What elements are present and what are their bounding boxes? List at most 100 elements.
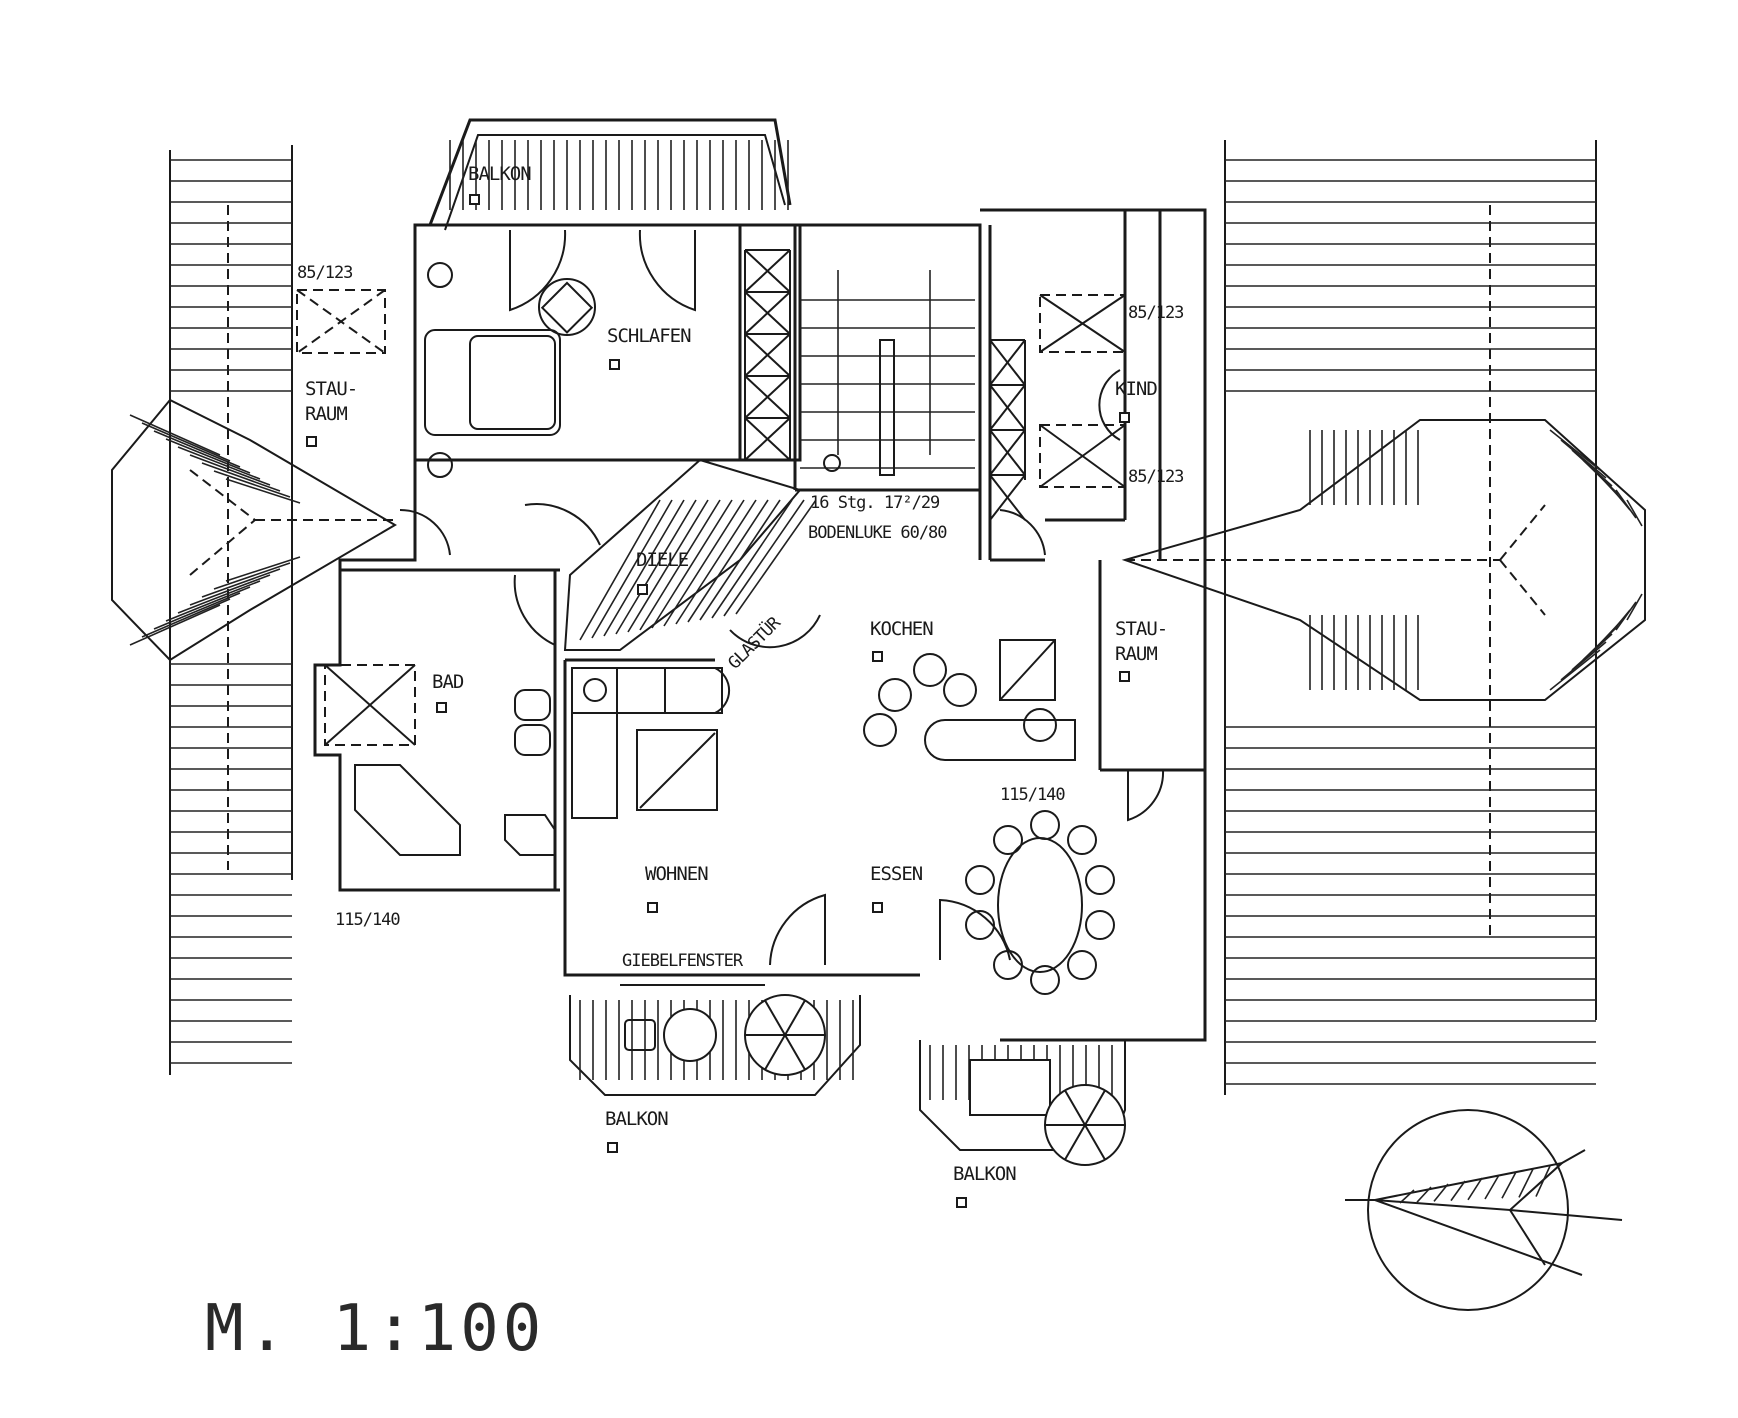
dining-chair (965, 910, 995, 940)
north-arrow-icon (1345, 1109, 1623, 1311)
hatch-line (1467, 1177, 1483, 1201)
hatch-line (189, 574, 271, 606)
dining-chair (965, 865, 995, 895)
hatch-line (663, 499, 745, 627)
hatch-line (989, 339, 1026, 386)
hatch-line (989, 429, 1026, 476)
hatch-line (1626, 593, 1643, 621)
hatch-line (1064, 1089, 1086, 1126)
hatch-line (1484, 1174, 1500, 1200)
hatch-line (1064, 1124, 1086, 1161)
attic-hatch-annotation: BODENLUKE 60/80 (808, 523, 947, 543)
skylight-kind-bottom-size: 85/123 (1128, 467, 1183, 487)
hatch-line (1615, 601, 1637, 631)
hatch-line (1084, 1089, 1106, 1126)
skylight-west (296, 289, 386, 354)
dormer-west (111, 398, 397, 662)
hatch-line (165, 438, 251, 474)
room-label-stauraum-west-2: RAUM (305, 403, 347, 425)
skylight-kind-top-size: 85/123 (1128, 303, 1183, 323)
room-label-balkon-north: BALKON (468, 163, 531, 185)
dining-chair (1067, 950, 1097, 980)
hatch-line (651, 499, 733, 629)
wardrobe-schlafen (744, 249, 791, 461)
hatch-line (723, 499, 805, 617)
dining-chair (1067, 825, 1097, 855)
room-label-bad: BAD (432, 671, 464, 693)
hatch-line (989, 384, 1026, 431)
hatch-line (141, 598, 231, 638)
hatch-line (735, 499, 817, 615)
staircase (800, 270, 975, 476)
hatch-line (1450, 1180, 1466, 1202)
hatch-line (1433, 1183, 1449, 1202)
stairs-annotation: 16 Stg. 17²/29 (810, 493, 940, 513)
hatch-line (744, 249, 791, 293)
nightstand-lamp (427, 262, 453, 288)
room-label-diele: DIELE (636, 549, 689, 571)
room-label-wohnen: WOHNEN (645, 863, 708, 885)
dining-chair (1085, 865, 1115, 895)
hatch-line (1501, 1171, 1517, 1199)
balcony-north (428, 118, 792, 231)
room-label-stauraum-ost-1: STAU- (1115, 618, 1167, 640)
hatch-line (699, 499, 781, 621)
hatch-line (1084, 1124, 1106, 1161)
plant-stand (540, 281, 594, 334)
kitchen-stool (913, 653, 947, 687)
room-label-schlafen: SCHLAFEN (607, 325, 691, 347)
washbasin (514, 724, 551, 756)
room-label-balkon-se: BALKON (953, 1163, 1016, 1185)
hatch-line (603, 499, 685, 637)
hatch-line (639, 499, 721, 631)
washbasin (514, 689, 551, 721)
room-label-essen: ESSEN (870, 863, 923, 885)
hatch-line (165, 586, 251, 622)
hatch-line (1399, 1189, 1415, 1204)
hatch-line (1549, 649, 1601, 691)
balcony-south-east (919, 1040, 1126, 1166)
shower (504, 814, 556, 856)
hatch-line (1416, 1186, 1432, 1203)
hatch-line (591, 499, 673, 639)
hatch-line (744, 375, 791, 419)
hatch-line (784, 999, 806, 1036)
hatch-line (129, 414, 221, 456)
dining-chair (1085, 910, 1115, 940)
wardrobe-kind (989, 339, 1026, 521)
roof-west (169, 145, 293, 1075)
hatch-line (153, 592, 241, 630)
hatch-line (1626, 499, 1643, 527)
doors (399, 229, 1165, 966)
window-kochen-size: 115/140 (1000, 785, 1065, 805)
hatch-line (129, 604, 221, 646)
window-bad-size: 115/140 (335, 910, 400, 930)
roof-east (1224, 140, 1597, 1095)
hatch-line (615, 499, 697, 635)
bed (424, 329, 561, 436)
hatch-line (989, 474, 1026, 521)
hatch-line (1518, 1168, 1534, 1198)
hatch-line (213, 562, 291, 590)
scale-label: M. 1:100 (205, 1292, 545, 1366)
skylight-bad (324, 664, 416, 746)
plant-stand-ring (538, 278, 596, 336)
hatch-line (1615, 489, 1637, 519)
hatch-line (141, 422, 231, 462)
skylight-kind-bottom (1039, 424, 1126, 488)
room-label-kochen: KOCHEN (870, 618, 933, 640)
kitchen-stool (863, 713, 897, 747)
hatch-line (1560, 641, 1607, 681)
hatch-line (1535, 1165, 1551, 1197)
hatch-line (627, 499, 709, 633)
hatch-line (201, 462, 281, 492)
dining-chair (1030, 810, 1060, 840)
dining-chair (993, 825, 1023, 855)
room-label-stauraum-ost-2: RAUM (1115, 643, 1157, 665)
hatch-line (1549, 429, 1601, 471)
glass-door-label: GLASTÜR (723, 611, 786, 674)
kitchen-counter (924, 639, 1076, 761)
hatch-line (764, 999, 786, 1036)
exterior-walls (313, 208, 1207, 1042)
